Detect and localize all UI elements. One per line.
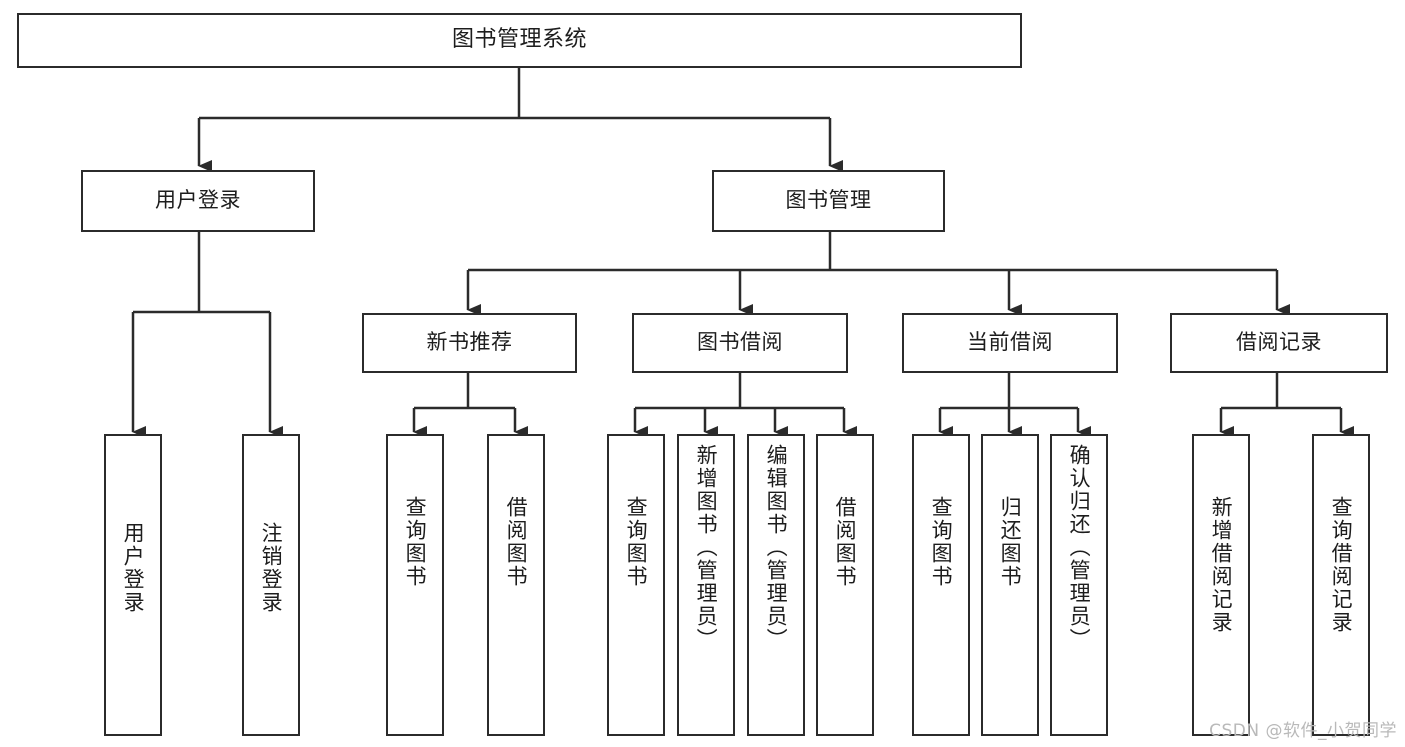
node-leaf-query-book-2-label: 查询图书: [624, 496, 649, 588]
node-leaf-edit-book-label: 编辑图书（管理员）: [764, 444, 789, 651]
node-leaf-return-book-label: 归还图书: [998, 496, 1023, 588]
node-leaf-query-record-label: 查询借阅记录: [1329, 496, 1354, 634]
node-new-book-recommend[interactable]: 新书推荐: [362, 313, 577, 373]
node-user-login-label: 用户登录: [155, 188, 241, 213]
node-leaf-query-book-2[interactable]: 查询图书: [607, 434, 665, 736]
node-leaf-confirm-return-label: 确认归还（管理员）: [1067, 444, 1092, 651]
node-leaf-add-book[interactable]: 新增图书（管理员）: [677, 434, 735, 736]
node-leaf-query-book-3[interactable]: 查询图书: [912, 434, 970, 736]
node-book-manage-label: 图书管理: [785, 188, 872, 213]
node-leaf-confirm-return[interactable]: 确认归还（管理员）: [1050, 434, 1108, 736]
node-root-label: 图书管理系统: [451, 27, 587, 53]
node-leaf-user-login[interactable]: 用户登录: [104, 434, 162, 736]
node-leaf-return-book[interactable]: 归还图书: [981, 434, 1039, 736]
node-leaf-query-record[interactable]: 查询借阅记录: [1312, 434, 1370, 736]
node-leaf-logout-login[interactable]: 注销登录: [242, 434, 300, 736]
node-leaf-borrow-book-1[interactable]: 借阅图书: [487, 434, 545, 736]
node-book-borrow-label: 图书借阅: [697, 330, 783, 355]
node-user-login[interactable]: 用户登录: [81, 170, 315, 232]
node-new-book-recommend-label: 新书推荐: [426, 330, 513, 355]
node-current-borrow[interactable]: 当前借阅: [902, 313, 1118, 373]
node-leaf-logout-login-label: 注销登录: [259, 522, 284, 614]
node-root[interactable]: 图书管理系统: [17, 13, 1022, 68]
node-leaf-add-record-label: 新增借阅记录: [1209, 496, 1234, 634]
node-leaf-query-book-1[interactable]: 查询图书: [386, 434, 444, 736]
node-borrow-record[interactable]: 借阅记录: [1170, 313, 1388, 373]
node-leaf-query-book-1-label: 查询图书: [403, 496, 428, 588]
node-leaf-edit-book[interactable]: 编辑图书（管理员）: [747, 434, 805, 736]
node-leaf-user-login-label: 用户登录: [121, 522, 146, 614]
watermark: CSDN @软件_小贺同学: [1209, 721, 1397, 741]
node-leaf-add-record[interactable]: 新增借阅记录: [1192, 434, 1250, 736]
node-leaf-borrow-book-2-label: 借阅图书: [833, 496, 858, 588]
node-borrow-record-label: 借阅记录: [1236, 330, 1322, 355]
node-book-manage[interactable]: 图书管理: [712, 170, 945, 232]
node-leaf-add-book-label: 新增图书（管理员）: [694, 444, 719, 651]
node-leaf-query-book-3-label: 查询图书: [929, 496, 954, 588]
node-book-borrow[interactable]: 图书借阅: [632, 313, 848, 373]
node-leaf-borrow-book-2[interactable]: 借阅图书: [816, 434, 874, 736]
node-leaf-borrow-book-1-label: 借阅图书: [504, 496, 529, 588]
node-current-borrow-label: 当前借阅: [967, 330, 1053, 355]
